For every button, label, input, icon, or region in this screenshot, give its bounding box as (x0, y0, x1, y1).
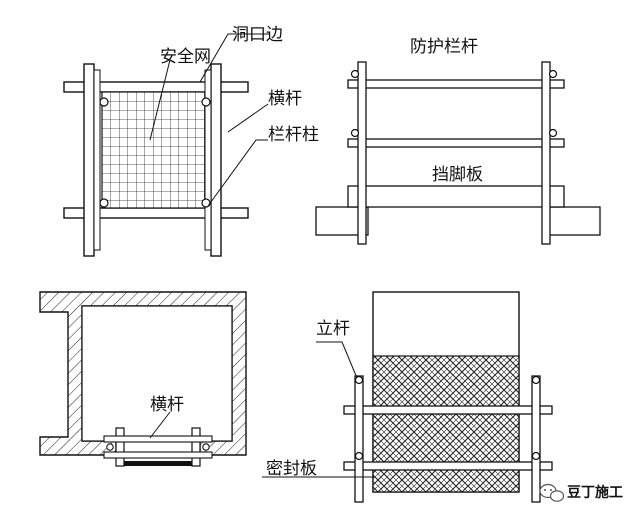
label-crossbar-top: 横杆 (268, 89, 302, 109)
bolt (201, 198, 211, 208)
bottom-right-door-elevation: 立杆 密封板 (262, 291, 553, 503)
upright-right (531, 375, 541, 503)
safety-net (101, 91, 215, 209)
opening-crossbar (103, 435, 213, 443)
ground-right (547, 206, 601, 236)
leader-line (149, 59, 171, 141)
bolt (99, 198, 109, 208)
label-hole-edge: 洞口边 (232, 25, 283, 45)
top-right-railing-detail: 防护栏杆 挡脚板 (315, 37, 601, 245)
bolt (548, 69, 558, 79)
right-post (541, 61, 551, 245)
bolt (350, 128, 360, 138)
left-post-inner (93, 69, 101, 251)
left-post (357, 61, 367, 245)
woven-fill (372, 355, 520, 493)
label-sealing-board: 密封板 (266, 459, 317, 479)
lower-rail (343, 461, 553, 471)
top-left-hole-detail: 洞口边 安全网 横杆 栏杆柱 (63, 25, 319, 257)
bolt (354, 375, 364, 385)
bolt (531, 375, 541, 385)
bottom-left-shaft-plan: 横杆 (39, 291, 247, 467)
bolt (202, 443, 210, 451)
bolt (354, 451, 364, 461)
label-toe-board: 挡脚板 (432, 165, 483, 185)
upright-left (354, 375, 364, 503)
bolt (201, 97, 211, 107)
opening-post-right (191, 427, 201, 467)
watermark-text: 豆丁施工 (567, 484, 623, 501)
sealing-board-plan (124, 461, 192, 466)
right-post-outer (210, 63, 222, 257)
leader-line (316, 341, 358, 379)
label-railing: 防护栏杆 (410, 37, 478, 57)
wechat-icon (539, 483, 565, 502)
upper-rail (343, 405, 553, 415)
label-crossbar-bottom: 横杆 (150, 395, 184, 415)
middle-rail (347, 138, 565, 148)
opening-crossbar (103, 451, 213, 459)
opening-post-left (115, 427, 125, 467)
shaft-opening (81, 305, 233, 442)
toe-board (347, 185, 565, 208)
bolt (106, 443, 114, 451)
bolt (548, 128, 558, 138)
label-safety-net: 安全网 (160, 47, 211, 67)
leader-line (199, 33, 270, 83)
leader-line (207, 139, 268, 207)
leader-line (227, 103, 269, 133)
right-post-inner (204, 69, 212, 251)
label-railing-post: 栏杆柱 (268, 125, 319, 145)
bolt (350, 69, 360, 79)
bolt (531, 451, 541, 461)
top-rail (347, 79, 565, 89)
left-post-outer (83, 63, 95, 257)
label-upright: 立杆 (316, 319, 350, 339)
bolt (99, 97, 109, 107)
watermark: 豆丁施工 (539, 483, 623, 502)
leader-line (149, 411, 171, 439)
